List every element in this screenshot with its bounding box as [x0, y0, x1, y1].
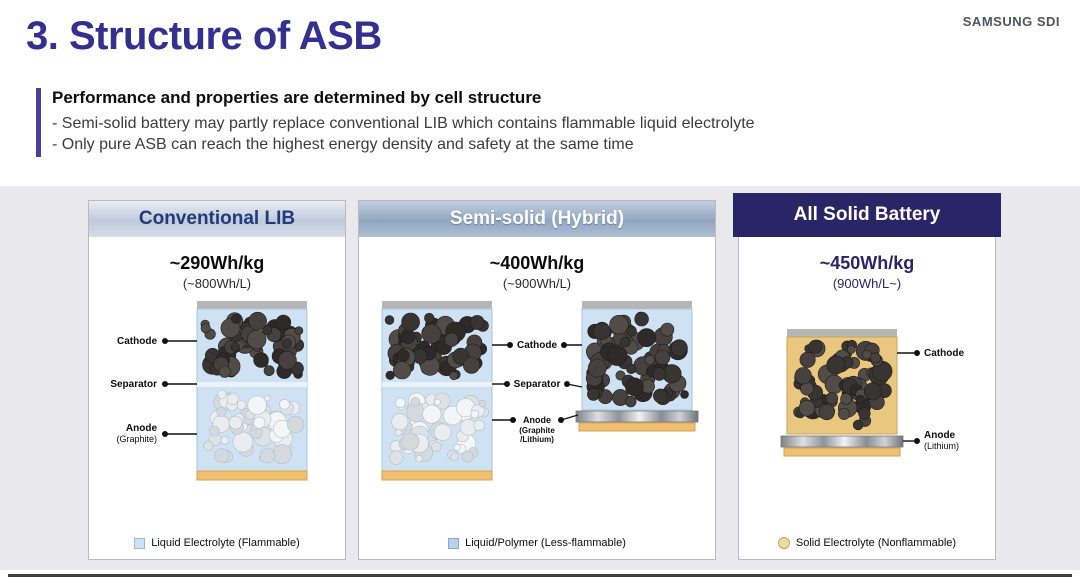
legend: Liquid/Polymer (Less-flammable): [359, 537, 715, 549]
energy-density-kg: ~290Wh/kg: [169, 253, 265, 273]
legend-swatch-liquid: [134, 537, 146, 549]
intro-bullet-1: - Semi-solid battery may partly replace …: [52, 115, 755, 132]
anode-label: Anode: [924, 430, 956, 441]
battery-diagram-conventional: Cathode Separator Anode (Graphite): [89, 295, 345, 503]
cathode-particles: [384, 312, 489, 381]
anode-label-sub: (Graphite: [519, 426, 555, 435]
page-title: 3. Structure of ASB: [26, 14, 382, 58]
lithium-foil: [780, 435, 904, 448]
leader-line: [560, 414, 579, 421]
bottom-divider: [8, 574, 1072, 577]
energy-density-l: (900Wh/L~): [832, 276, 902, 291]
panel-all-solid-battery: All Solid Battery ~450Wh/kg (900Wh/L~) C: [733, 193, 1001, 560]
panel-semi-solid: Semi-solid (Hybrid) ~400Wh/kg (~900Wh/L): [358, 200, 716, 560]
legend: Solid Electrolyte (Nonflammable): [739, 537, 995, 549]
current-collector-top: [787, 329, 897, 337]
battery-diagram-svg: Cathode Separator Anode (Graphite /Lithi…: [381, 301, 699, 481]
legend: Liquid Electrolyte (Flammable): [89, 537, 345, 549]
energy-density: ~290Wh/kg (~800Wh/L): [89, 253, 345, 291]
leader-line: [566, 383, 583, 388]
legend-swatch-polymer: [448, 537, 460, 549]
lithium-foil: [575, 410, 699, 423]
separator-region: [197, 382, 307, 387]
anode-label: Anode: [523, 415, 551, 425]
current-collector-bottom: [381, 470, 493, 481]
legend-label: Liquid/Polymer (Less-flammable): [465, 537, 626, 549]
energy-density-l: (~900Wh/L): [502, 276, 572, 291]
current-collector-bottom: [783, 447, 901, 457]
anode-label-sub: (Lithium): [924, 441, 959, 451]
anode-particles: [389, 392, 490, 465]
energy-density-kg: ~400Wh/kg: [489, 253, 585, 273]
cathode-label: Cathode: [924, 348, 964, 359]
cathode-label: Cathode: [117, 336, 157, 347]
brand-logo: SAMSUNG SDI: [962, 14, 1060, 29]
leader-dot: [914, 350, 920, 356]
anode-label: Anode: [126, 423, 158, 434]
current-collector-top: [197, 301, 307, 309]
cathode-particles: [200, 311, 304, 379]
intro-block: Performance and properties are determine…: [36, 88, 755, 157]
current-collector-top: [582, 301, 692, 309]
battery-diagram-semisolid: Cathode Separator Anode (Graphite /Lithi…: [359, 295, 715, 503]
intro-bullet-2: - Only pure ASB can reach the highest en…: [52, 136, 634, 153]
cathode-particles: [793, 339, 893, 431]
anode-label-sub: (Graphite): [116, 434, 157, 444]
battery-diagram-svg: Cathode Separator Anode (Graphite): [110, 301, 308, 481]
panel-conventional-lib: Conventional LIB ~290Wh/kg (~800Wh/L) Ca…: [88, 200, 346, 560]
cathode-label: Cathode: [517, 340, 557, 351]
cathode-particles: [585, 311, 689, 408]
intro-heading: Performance and properties are determine…: [52, 88, 542, 107]
anode-particles: [203, 389, 305, 465]
energy-density-l: (~800Wh/L): [182, 276, 252, 291]
current-collector-top: [382, 301, 492, 309]
current-collector-bottom: [196, 470, 308, 481]
leader-dot: [914, 438, 920, 444]
current-collector-bottom: [578, 422, 696, 432]
legend-label: Liquid Electrolyte (Flammable): [151, 537, 300, 549]
energy-density: ~400Wh/kg (~900Wh/L): [359, 253, 715, 291]
separator-region: [382, 382, 492, 387]
anode-label-sub: /Lithium): [520, 435, 554, 444]
separator-label: Separator: [514, 379, 561, 390]
battery-diagram-svg: Cathode Anode (Lithium): [780, 329, 964, 457]
legend-label: Solid Electrolyte (Nonflammable): [795, 537, 957, 549]
panel-header: Conventional LIB: [89, 201, 345, 237]
legend-swatch-solid: [777, 537, 790, 549]
energy-density: ~450Wh/kg (900Wh/L~): [739, 253, 995, 291]
energy-density-kg: ~450Wh/kg: [819, 253, 915, 273]
separator-label: Separator: [110, 379, 157, 390]
battery-diagram-allsolid: Cathode Anode (Lithium): [739, 295, 995, 497]
panel-header: Semi-solid (Hybrid): [359, 201, 715, 237]
panel-header: All Solid Battery: [733, 193, 1001, 237]
